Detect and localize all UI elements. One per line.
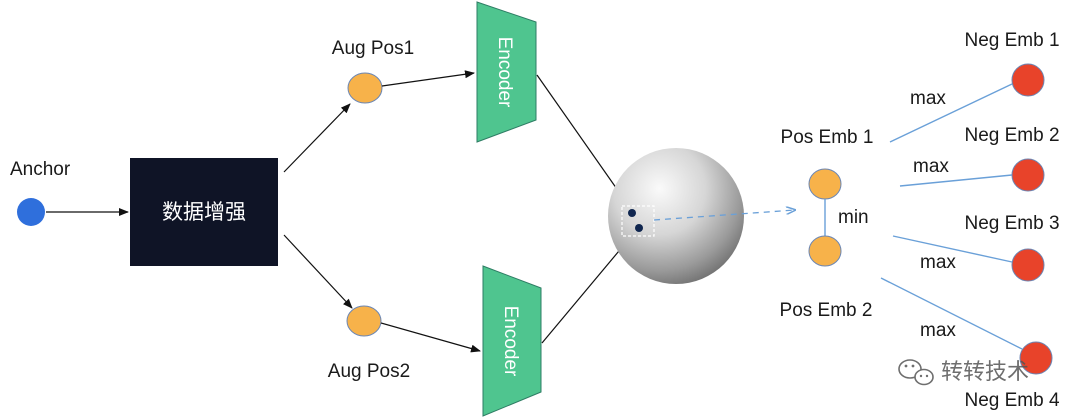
aug1-to-encoder-arrow bbox=[381, 70, 475, 87]
min-label: min bbox=[838, 207, 869, 228]
encoder-bottom bbox=[482, 265, 542, 417]
encoder-top-label: Encoder bbox=[494, 37, 515, 108]
pos-emb1-label: Pos Emb 1 bbox=[781, 127, 874, 148]
aug-pos2-label: Aug Pos2 bbox=[328, 361, 410, 382]
embedding-sphere bbox=[608, 148, 744, 284]
neg-emb2-node bbox=[1011, 158, 1045, 192]
box-to-aug2-arrow bbox=[283, 234, 353, 309]
max-label-1: max bbox=[910, 88, 946, 109]
aug2-to-encoder-arrow bbox=[380, 322, 481, 353]
box-to-aug1-arrow bbox=[283, 103, 351, 173]
embedding-point-1 bbox=[628, 209, 636, 217]
max-label-3: max bbox=[920, 252, 956, 273]
anchor-node bbox=[17, 198, 45, 226]
neg1-line bbox=[889, 83, 1013, 143]
max-label-2: max bbox=[913, 156, 949, 177]
pos-emb2-label: Pos Emb 2 bbox=[780, 300, 873, 321]
watermark-text: 转转技术 bbox=[941, 360, 1029, 385]
embedding-point-2 bbox=[635, 224, 643, 232]
embedding-highlight-box bbox=[621, 205, 655, 237]
neg-emb2-label: Neg Emb 2 bbox=[964, 125, 1059, 146]
neg3-line bbox=[892, 235, 1013, 263]
neg2-line bbox=[899, 174, 1013, 187]
anchor-label: Anchor bbox=[10, 159, 71, 180]
zoom-dashed-arrow bbox=[653, 210, 795, 221]
aug-pos1-node bbox=[347, 72, 383, 104]
wechat-icon bbox=[898, 359, 934, 386]
encoder-bottom-label: Encoder bbox=[500, 306, 521, 377]
aug-pos2-node bbox=[346, 305, 382, 337]
encoder-top bbox=[476, 1, 537, 143]
neg-emb1-label: Neg Emb 1 bbox=[964, 30, 1059, 51]
neg4-line bbox=[880, 277, 1023, 350]
neg-emb1-node bbox=[1011, 63, 1045, 97]
encoder-top-to-sphere-arrow bbox=[536, 74, 627, 203]
neg-emb4-node bbox=[1019, 341, 1053, 375]
pos-emb2-node bbox=[808, 235, 842, 267]
neg-emb3-label: Neg Emb 3 bbox=[964, 213, 1059, 234]
augmentation-label: 数据增强 bbox=[162, 200, 246, 224]
aug-pos1-label: Aug Pos1 bbox=[332, 38, 414, 59]
neg-emb4-label: Neg Emb 4 bbox=[964, 390, 1059, 411]
augmentation-box bbox=[130, 158, 278, 266]
neg-emb3-node bbox=[1011, 248, 1045, 282]
max-label-4: max bbox=[920, 320, 956, 341]
pos-emb1-node bbox=[808, 168, 842, 200]
